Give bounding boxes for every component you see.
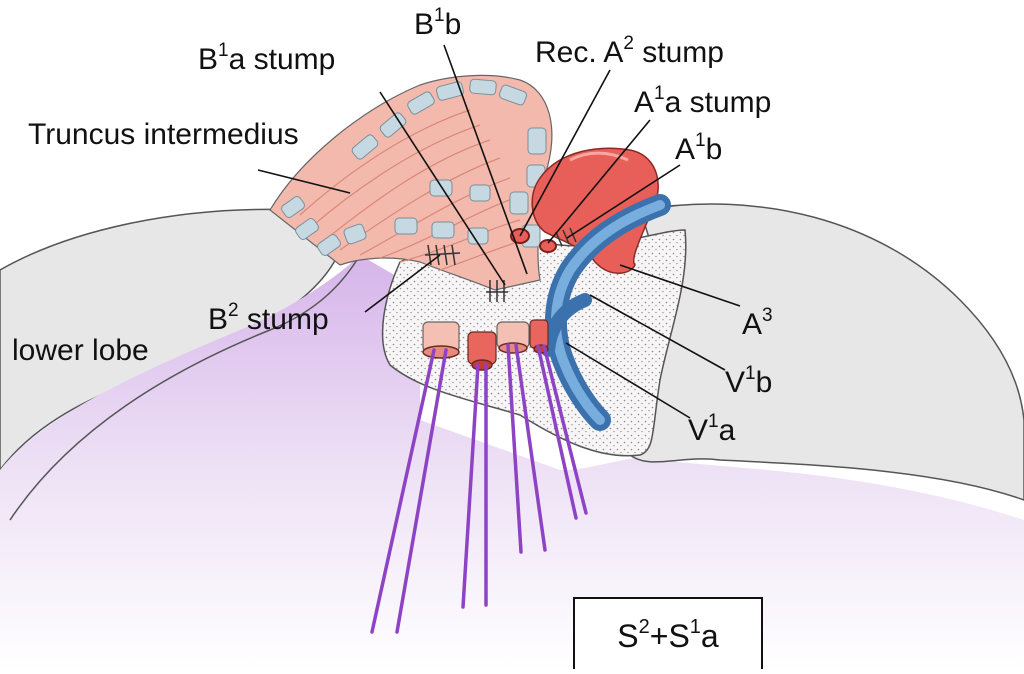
label-b1a-stump: B1a stump (198, 45, 335, 75)
label-b1b: B1b (414, 10, 461, 40)
label-b2-stump: B2 stump (208, 305, 329, 335)
label-lower-lobe: lower lobe (12, 336, 149, 366)
label-v1a: V1a (688, 416, 735, 446)
label-a1b: A1b (675, 135, 722, 165)
label-a1a-stump: A1a stump (634, 88, 771, 118)
segment-label-box: S2+S1a (573, 597, 763, 669)
label-a3: A3 (742, 310, 773, 340)
label-truncus-intermedius: Truncus intermedius (28, 120, 299, 150)
upper-lobe-right (630, 204, 1024, 500)
label-v1b: V1b (725, 368, 772, 398)
label-rec-a2-stump: Rec. A2 stump (535, 38, 724, 68)
segment-label: S2+S1a (575, 618, 761, 655)
